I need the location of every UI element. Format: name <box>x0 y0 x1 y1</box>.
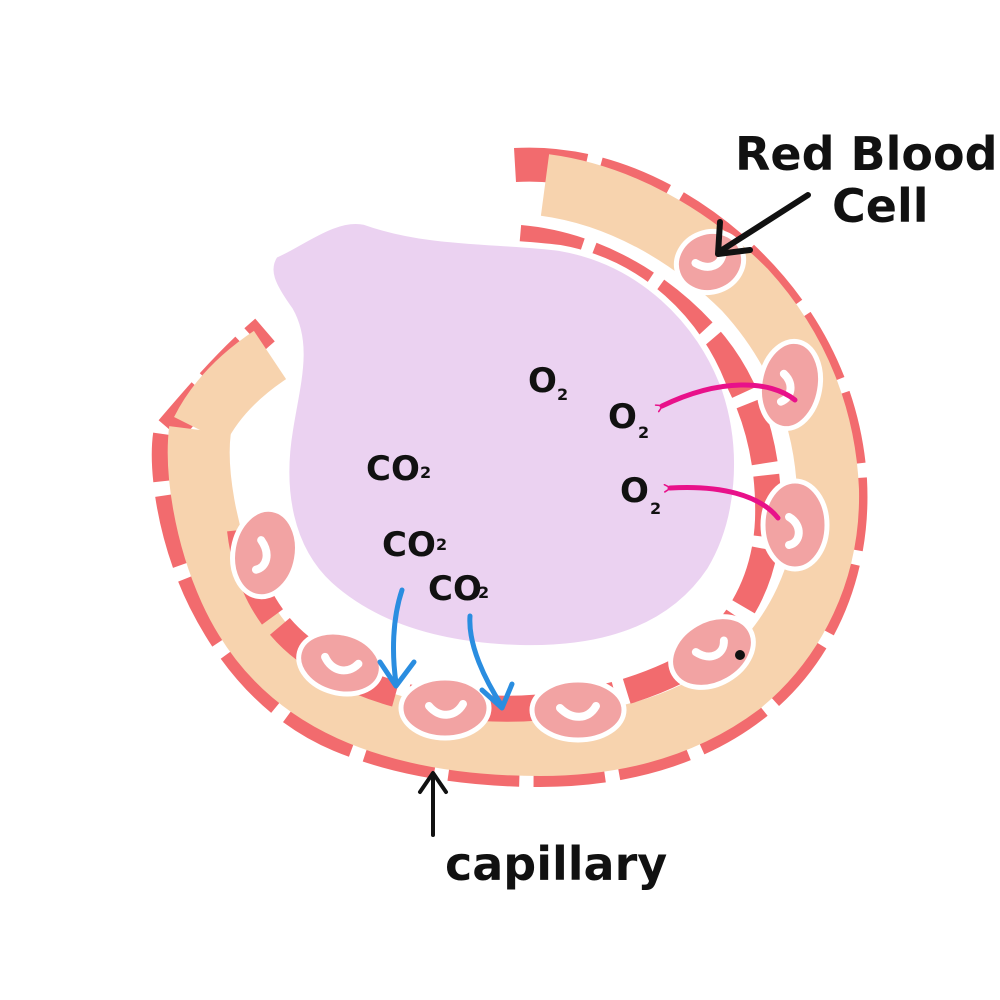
oxygen-subscript: 2 <box>650 499 661 518</box>
red-blood-cell <box>398 675 492 741</box>
co2-arrow-icon <box>391 587 405 686</box>
red-blood-cell <box>668 614 756 690</box>
oxygen-diffusion-arrows <box>654 382 798 521</box>
co2-symbol: CO <box>382 525 436 565</box>
capillary-pointer-head-icon <box>418 771 448 794</box>
red-blood-cell <box>760 478 830 572</box>
red-blood-cell <box>230 506 300 600</box>
oxygen-symbol: O <box>608 397 637 437</box>
oxygen-symbol: O <box>620 471 649 511</box>
co2-arrowhead-icon <box>377 659 417 689</box>
oxygen-subscript: 2 <box>557 385 568 404</box>
red-blood-cells <box>230 229 830 743</box>
oxygen-molecule: O 2 <box>608 397 649 442</box>
co2-arrow-icon <box>467 613 505 709</box>
red-blood-cell <box>296 629 384 697</box>
oxygen-molecule: O 2 <box>528 361 568 404</box>
oxygen-arrow-icon <box>654 382 798 413</box>
oxygen-symbol: O <box>528 361 557 401</box>
oxygen-arrow-icon <box>663 483 781 521</box>
rbc-pointer-head-icon <box>715 219 753 257</box>
alveolus <box>267 217 740 652</box>
co2-symbol: CO <box>366 449 420 489</box>
capillary-label: capillary <box>445 837 667 891</box>
capillary-band <box>167 154 860 777</box>
rbc-label-line2: Cell <box>832 179 929 233</box>
red-blood-cell <box>529 677 627 743</box>
carbon-dioxide-molecule: CO 2 <box>428 569 489 609</box>
red-blood-cell <box>756 338 824 432</box>
co2-subscript: 2 <box>478 583 489 602</box>
co2-arrowhead-icon <box>479 681 515 711</box>
rbc-pointer-arrow-icon <box>719 192 811 253</box>
co2-subscript: 2 <box>436 535 447 554</box>
carbon-dioxide-molecule: CO 2 <box>366 449 431 489</box>
oxygen-molecule: O 2 <box>620 471 661 518</box>
carbon-dioxide-molecule: CO 2 <box>382 525 447 565</box>
co2-subscript: 2 <box>420 463 431 482</box>
capillary-annotation: capillary <box>418 771 667 891</box>
oxygen-subscript: 2 <box>638 423 649 442</box>
co2-symbol: CO <box>428 569 482 609</box>
rbc-label-line1: Red Blood <box>735 127 998 181</box>
co2-diffusion-arrows <box>377 587 515 711</box>
red-blood-cell-annotation: Red Blood Cell <box>715 127 998 257</box>
ink-dot <box>735 650 745 660</box>
